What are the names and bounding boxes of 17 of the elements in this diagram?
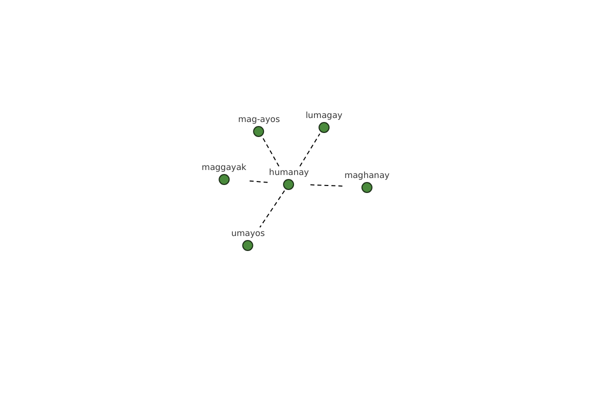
node [269, 168, 309, 190]
dashed-connector [247, 180, 268, 183]
dashed-connector [299, 133, 320, 167]
node-label: maghanay [344, 170, 390, 182]
node-label: maggayak [202, 162, 246, 174]
node [231, 228, 265, 250]
node-label: lumagay [306, 110, 342, 122]
node-label: humanay [269, 168, 309, 178]
node-label: umayos [231, 228, 265, 240]
dashed-connector [259, 190, 285, 228]
node [202, 162, 246, 184]
dashed-connector [262, 137, 280, 167]
dashed-connector [310, 184, 344, 187]
node [344, 170, 390, 192]
node [238, 114, 280, 136]
node [306, 110, 342, 132]
node-label: mag-ayos [238, 114, 280, 126]
